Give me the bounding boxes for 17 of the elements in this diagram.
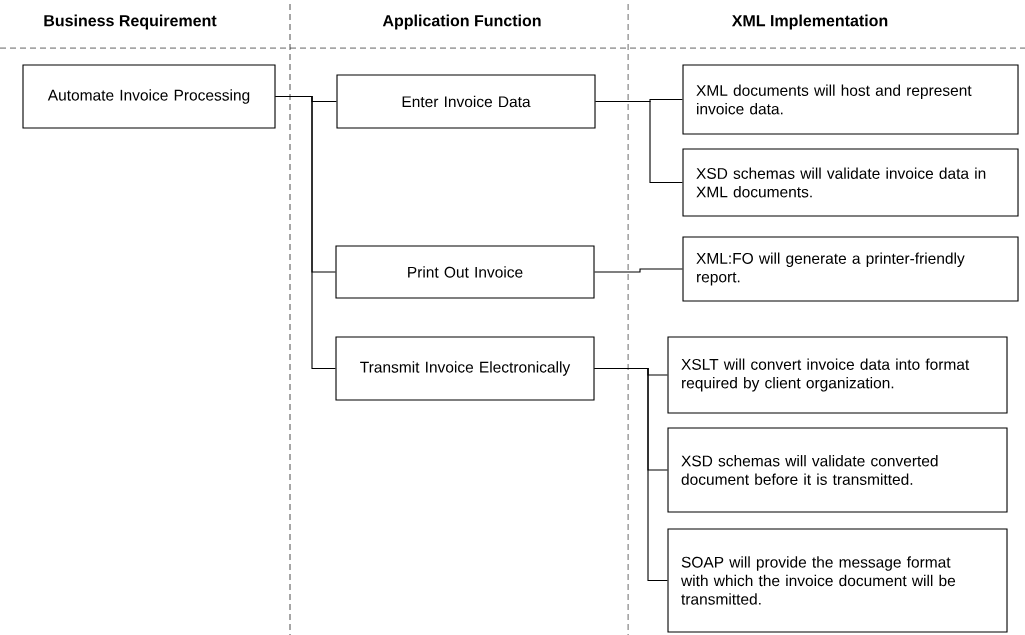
process-box: Print Out Invoice	[335, 245, 595, 299]
process-box: XSLT will convert invoice data into format required by client organization.	[667, 336, 1008, 414]
process-box: Enter Invoice Data	[336, 74, 596, 129]
column-header: XML Implementation	[731, 14, 888, 30]
connector-line	[275, 95, 336, 370]
connector-line	[594, 268, 683, 273]
process-box: XSD schemas will validate invoice data in XML documents.	[682, 148, 1019, 217]
process-box: XML:FO will generate a printer-friendly report.	[682, 236, 1019, 302]
column-header: Business Requirement	[44, 14, 217, 30]
process-box: XSD schemas will validate converted document before it is transmitted.	[667, 427, 1008, 513]
connector-line	[594, 367, 668, 582]
process-box: SOAP will provide the message format with which the invoice document will be transmitted.	[667, 528, 1008, 633]
column-header: Application Function	[382, 14, 541, 30]
process-box: Automate Invoice Processing	[22, 64, 276, 129]
process-box: XML documents will host and represent invoice data.	[682, 64, 1019, 135]
process-box: Transmit Invoice Electronically	[335, 336, 595, 401]
connector-line	[595, 100, 683, 184]
